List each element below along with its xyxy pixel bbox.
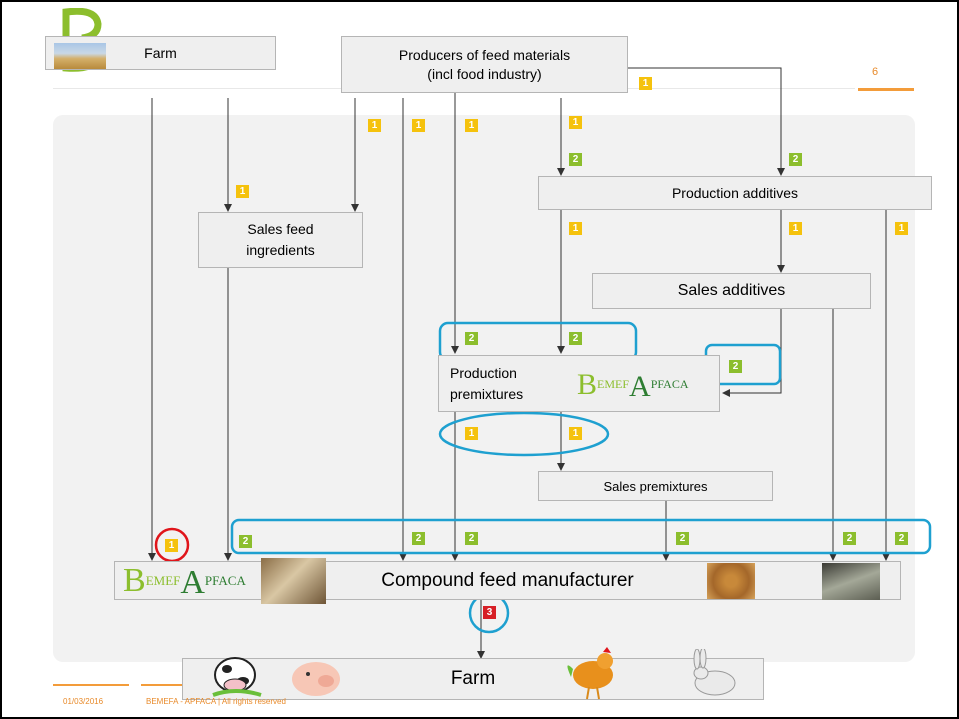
feed-mill-photo <box>261 558 326 604</box>
box-sales-additives: Sales additives <box>592 273 871 309</box>
badge-1-producers-prodadd: 1 <box>569 116 582 129</box>
badge-2-prodadd-premix: 2 <box>569 332 582 345</box>
box-farm-top: Farm <box>45 36 276 70</box>
badge-1-premix-compound: 1 <box>465 427 478 440</box>
box-sales-feed-ingredients-label: Sales feed ingredients <box>246 221 315 258</box>
badge-1-prodadd-premix: 1 <box>569 222 582 235</box>
box-production-premixtures: Production premixtures BEMEFAPFACA <box>438 355 720 412</box>
badge-1-farm-salesfeed: 1 <box>236 185 249 198</box>
bemefa-apfaca-logo-small: BEMEFAPFACA <box>577 368 689 403</box>
badge-1-producers-salesfeed: 1 <box>368 119 381 132</box>
box-farm-bottom: Farm <box>182 647 764 700</box>
arrow-producers-prodadd-right <box>627 67 785 176</box>
box-production-additives-label: Production additives <box>671 185 799 201</box>
badge-2-salesadd-compound: 2 <box>843 532 856 545</box>
factory-machinery-photo <box>822 563 880 600</box>
badge-1-premix-salespremix: 1 <box>569 427 582 440</box>
badge-1-prodadd-salesadd: 1 <box>789 222 802 235</box>
footer-line-left <box>53 684 129 686</box>
box-compound-feed: BEMEFAPFACA Compound feed manufacturer <box>114 558 901 604</box>
badge-1-producers-additives: 1 <box>639 77 652 90</box>
badge-2-producers-premix: 2 <box>465 332 478 345</box>
cow-icon <box>212 657 262 697</box>
badge-1-producers-compound: 1 <box>412 119 425 132</box>
badge-1-prodadd-compound: 1 <box>895 222 908 235</box>
footer-date: 01/03/2016 <box>63 697 104 706</box>
box-sales-premixtures: Sales premixtures <box>538 471 773 501</box>
rabbit-icon <box>693 649 736 696</box>
badge-2-salespremix-compound: 2 <box>676 532 689 545</box>
footer-line-mid <box>141 684 182 686</box>
pig-icon <box>292 662 340 696</box>
badge-1-producers-premix: 1 <box>465 119 478 132</box>
footer-copyright: BEMEFA - APFACA | All rights reserved <box>146 697 286 706</box>
box-sales-premixtures-label: Sales premixtures <box>603 478 708 494</box>
chicken-icon <box>567 647 613 700</box>
badge-3-compound-farm: 3 <box>483 606 496 619</box>
box-farm-top-label: Farm <box>144 45 177 61</box>
badge-1-farm-compound: 1 <box>165 539 178 552</box>
badge-2-salesfeed-compound: 2 <box>239 535 252 548</box>
box-producers-label: Producers of feed materials (incl food i… <box>398 46 571 82</box>
box-compound-feed-label: Compound feed manufacturer <box>381 569 634 591</box>
badge-2-salesadd-premix: 2 <box>729 360 742 373</box>
feed-pellets-photo <box>707 563 755 599</box>
arrow-salesadd-premix <box>722 309 782 397</box>
page-number: 6 <box>872 66 879 78</box>
box-production-premixtures-label: Production premixtures <box>450 364 524 402</box>
badge-2-producers-prodadd-right: 2 <box>789 153 802 166</box>
bemefa-apfaca-logo: BEMEFAPFACA <box>123 562 246 601</box>
wheat-field-photo <box>54 43 106 69</box>
badge-2-prodadd-compound: 2 <box>895 532 908 545</box>
box-production-additives: Production additives <box>538 176 932 210</box>
badge-2-premix-compound: 2 <box>465 532 478 545</box>
badge-2-producers-prodadd: 2 <box>569 153 582 166</box>
box-producers: Producers of feed materials (incl food i… <box>341 36 628 93</box>
highlight-compound-inputs <box>230 518 932 555</box>
box-farm-bottom-label: Farm <box>450 668 496 689</box>
box-sales-feed-ingredients: Sales feed ingredients <box>198 212 363 268</box>
highlight-premix-outputs <box>438 411 610 457</box>
badge-2-producers-compound: 2 <box>412 532 425 545</box>
page-number-underline <box>858 88 914 91</box>
box-sales-additives-label: Sales additives <box>677 282 786 299</box>
